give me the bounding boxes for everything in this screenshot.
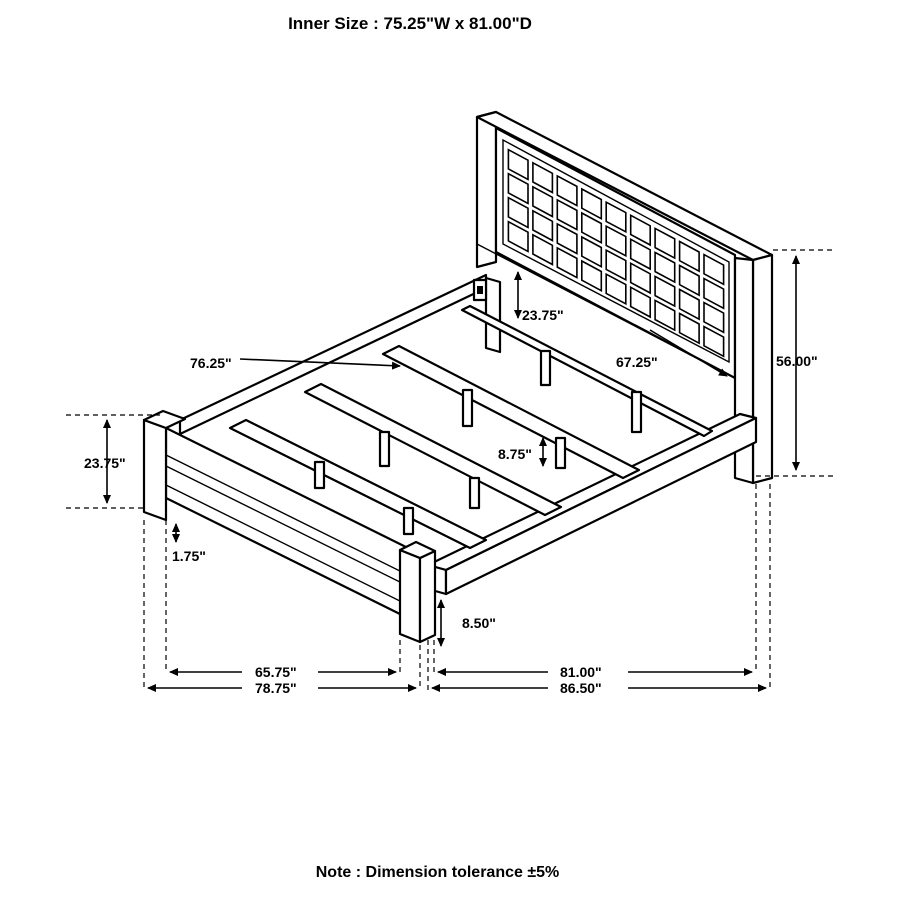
tuft-cell [556, 246, 578, 279]
tuft-cell [532, 161, 554, 194]
center-rail [460, 304, 714, 438]
tuft-cell [605, 224, 627, 258]
headboard-height-label: 56.00" [776, 353, 818, 369]
tuft-cell [703, 277, 725, 310]
outer-depth-label: 86.50" [560, 680, 602, 696]
tuft-cell [556, 222, 578, 255]
dimension-lines [66, 249, 835, 692]
tuft-cell [654, 299, 676, 332]
tuft-cell [507, 220, 529, 253]
headboard-gap-label: 23.75" [522, 307, 564, 323]
footboard-height-label: 23.75" [84, 455, 126, 471]
slat-length-label: 76.25" [190, 355, 232, 371]
page-title: Inner Size : 75.25"W x 81.00"D [288, 14, 532, 33]
tuft-cell [629, 213, 651, 247]
tuft-cell [654, 275, 676, 308]
tuft-cell [581, 259, 603, 293]
slats [228, 344, 641, 550]
headboard-tufting [507, 148, 725, 358]
tuft-cell [678, 240, 700, 273]
tuft-cell [703, 253, 725, 286]
tuft-cell [605, 248, 627, 282]
tuft-cell [532, 233, 554, 266]
side-rail-length-label: 67.25" [616, 354, 658, 370]
near-side-rail [426, 412, 758, 596]
slat-support-legs [313, 349, 643, 536]
tuft-cell [556, 174, 578, 207]
tuft-cell [507, 172, 529, 205]
tuft-cell [605, 200, 627, 234]
tuft-cell [654, 251, 676, 284]
inner-width-label: 65.75" [255, 664, 297, 680]
inner-depth-label: 81.00" [560, 664, 602, 680]
footboard-clearance-label: 1.75" [172, 548, 206, 564]
tuft-cell [678, 264, 700, 297]
tuft-cell [507, 196, 529, 229]
tuft-cell [629, 261, 651, 295]
tuft-cell [581, 187, 603, 221]
footboard [142, 409, 437, 644]
leg-height-label: 8.50" [462, 615, 496, 631]
far-side-rail [178, 273, 502, 436]
tuft-cell [629, 237, 651, 271]
tuft-cell [678, 288, 700, 321]
tuft-cell [581, 235, 603, 269]
tuft-cell [532, 209, 554, 242]
tuft-cell [678, 312, 700, 345]
tuft-cell [629, 285, 651, 319]
tuft-cell [532, 185, 554, 218]
tuft-cell [654, 227, 676, 260]
tuft-cell [703, 301, 725, 334]
slat-support-height-label: 8.75" [498, 446, 532, 462]
tuft-cell [507, 148, 529, 181]
tuft-cell [581, 211, 603, 245]
tuft-cell [605, 272, 627, 306]
tuft-cell [556, 198, 578, 231]
tuft-cell [703, 325, 725, 358]
outer-width-label: 78.75" [255, 680, 297, 696]
tolerance-note: Note : Dimension tolerance ±5% [315, 864, 560, 881]
